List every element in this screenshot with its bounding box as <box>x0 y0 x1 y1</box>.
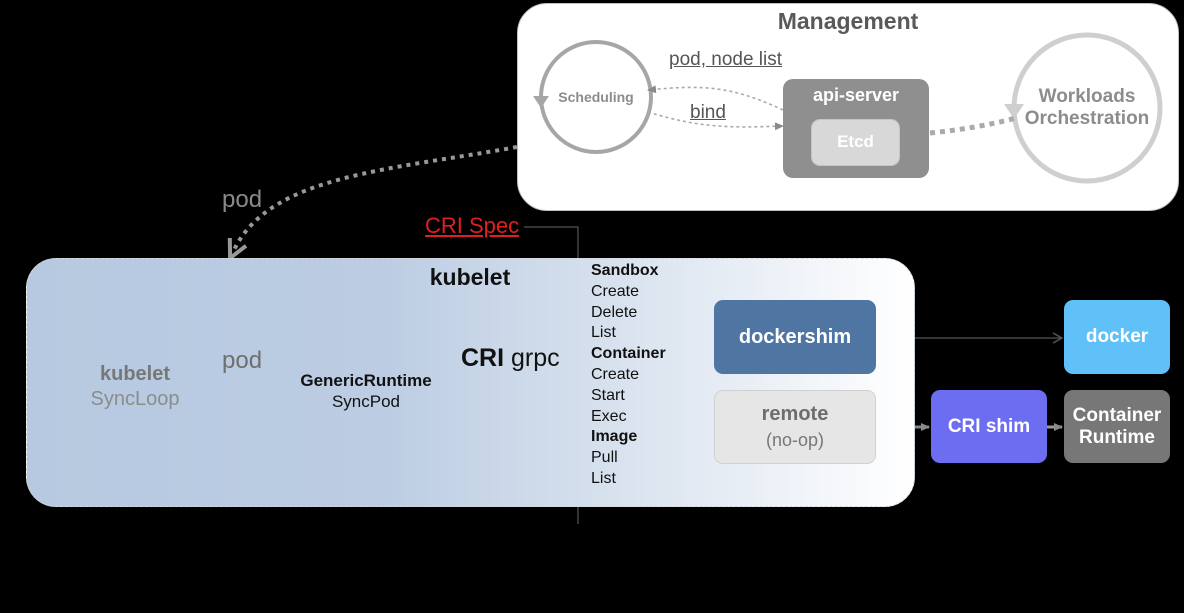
api-list-item: Image <box>591 428 638 446</box>
edge-management-to-kubelet <box>234 145 518 250</box>
api-list-item: Create <box>591 365 640 383</box>
api-list-item: Sandbox <box>591 262 659 279</box>
generic-runtime-label: GenericRuntime SyncPod <box>281 370 451 412</box>
etcd-box <box>811 119 900 166</box>
api-list-item: List <box>591 469 616 487</box>
remote-box: remote (no-op) <box>714 390 876 464</box>
etcd-label: Etcd <box>837 132 874 151</box>
api-list-item: Delete <box>591 303 638 321</box>
edge-label-bind: bind <box>690 102 726 123</box>
kubelet-title: kubelet <box>429 264 511 290</box>
api-list-item: List <box>591 324 616 342</box>
kubelet-panel <box>26 258 915 507</box>
generic-runtime-subtitle: SyncPod <box>331 392 401 411</box>
dockershim-box: dockershim <box>714 300 876 374</box>
scheduling-loop-arrowhead <box>533 96 549 108</box>
syncloop-subtitle: SyncLoop <box>90 388 180 410</box>
api-server-label: api-server <box>812 85 900 105</box>
workloads-loop-arrowhead <box>1004 104 1024 119</box>
cri-grpc-prefix: CRI <box>461 344 505 372</box>
remote-label: remote <box>761 403 829 425</box>
edge-scheduling-to-api <box>647 111 784 131</box>
syncloop-title: kubelet <box>99 363 171 385</box>
cri-api-list: Sandbox Create Delete List Container Cre… <box>591 261 666 490</box>
scheduling-label: Scheduling <box>558 89 634 105</box>
workloads-label: Workloads Orchestration <box>1024 86 1150 129</box>
generic-runtime-title: GenericRuntime <box>300 371 432 390</box>
pod-arrow-label: pod <box>222 186 263 213</box>
container-runtime-label: Container Runtime <box>1072 404 1162 448</box>
edge-api-to-scheduling <box>647 85 784 111</box>
api-list-item: Exec <box>591 407 627 425</box>
api-list-item: Create <box>591 282 640 300</box>
cri-shim-box: CRI shim <box>931 390 1047 463</box>
cri-spec-label: CRI Spec <box>425 213 520 238</box>
syncloop-label: kubelet SyncLoop <box>50 362 220 412</box>
container-runtime-box: Container Runtime <box>1064 390 1170 463</box>
kubelet-pod-label: pod <box>222 347 263 374</box>
docker-box: docker <box>1064 300 1170 374</box>
cri-grpc-suffix: grpc <box>511 344 560 372</box>
cri-grpc-label: CRI grpc <box>461 344 560 373</box>
remote-sublabel: (no-op) <box>765 430 825 450</box>
api-list-item: Pull <box>591 449 618 467</box>
dockershim-label: dockershim <box>738 325 852 348</box>
edge-api-to-workloads <box>929 115 1017 136</box>
docker-label: docker <box>1085 326 1149 347</box>
management-title: Management <box>777 8 919 34</box>
api-list-item: Container <box>591 345 666 363</box>
api-list-item: Start <box>591 386 625 404</box>
edge-label-pod-node-list: pod, node list <box>669 49 783 70</box>
cri-shim-label: CRI shim <box>947 415 1031 437</box>
